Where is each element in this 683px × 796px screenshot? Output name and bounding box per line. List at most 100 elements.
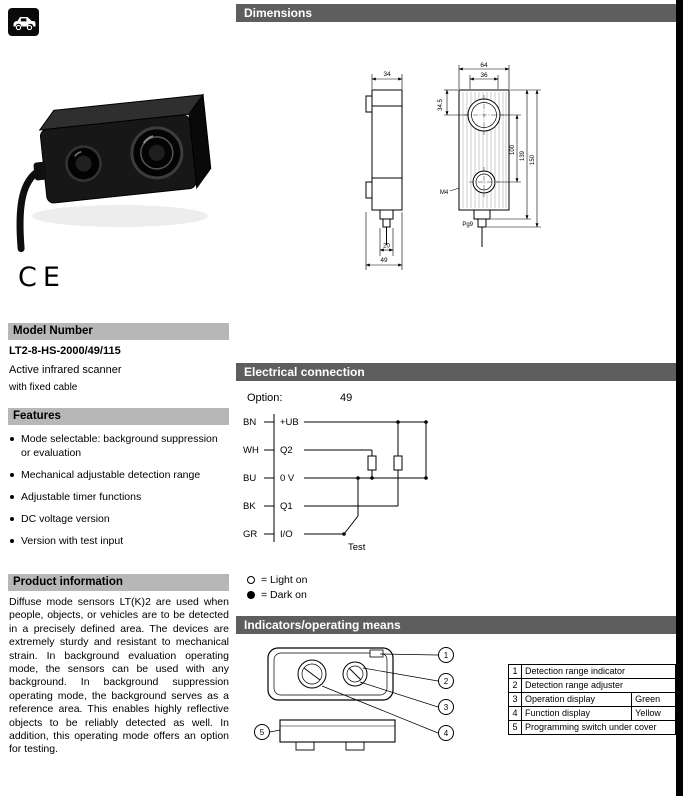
dim-depth: 49 — [380, 257, 388, 264]
section-header-model-number: Model Number — [8, 323, 229, 340]
table-row: 1 Detection range indicator — [508, 664, 677, 679]
section-header-dimensions: Dimensions — [236, 4, 676, 22]
model-number: LT2-8-HS-2000/49/115 — [9, 345, 121, 357]
wire-code: BK — [243, 501, 256, 512]
callout-5: 5 — [260, 728, 265, 737]
dark-on-icon — [247, 590, 255, 599]
table-row: 2 Detection range adjuster — [508, 678, 677, 693]
model-description: Active infrared scanner — [9, 364, 122, 376]
table-row: 4 Function display Yellow — [508, 706, 676, 721]
indicator-desc: Detection range indicator — [520, 664, 677, 679]
feature-text: DC voltage version — [21, 513, 110, 525]
indicator-num: 5 — [508, 720, 522, 735]
wire-labels: BN WH BU BK GR +UB Q2 0 V Q1 I/O Test — [243, 417, 366, 553]
wire-code: BU — [243, 473, 256, 484]
indicator-desc: Programming switch under cover — [520, 720, 677, 735]
wiring-diagram: BN WH BU BK GR +UB Q2 0 V Q1 I/O Test — [243, 414, 428, 553]
indicators-drawing: 1 2 3 4 5 — [254, 647, 454, 751]
sensor-device — [16, 93, 212, 253]
feature-text: Mechanical adjustable detection range — [21, 469, 201, 481]
wire-signal: Q1 — [280, 501, 293, 512]
wire-signal: 0 V — [280, 473, 295, 484]
light-on-icon — [247, 575, 255, 584]
indicator-num: 2 — [508, 678, 522, 693]
car-glyph — [12, 16, 35, 30]
wire-signal: I/O — [280, 529, 293, 540]
features-list: Mode selectable: background suppression … — [10, 432, 229, 556]
dim-gland: Pg9 — [462, 222, 473, 228]
list-item: Adjustable timer functions — [10, 490, 229, 504]
callout-2: 2 — [444, 677, 449, 686]
indicator-desc: Function display — [520, 706, 633, 721]
dimension-labels: 34 20 49 64 36 34.5 100 139 150 M4 Pg9 — [380, 62, 536, 264]
wire-code: GR — [243, 529, 257, 540]
junction-dots — [342, 420, 428, 536]
table-row: 5 Programming switch under cover — [508, 720, 677, 735]
dim-front-inner: 36 — [480, 72, 488, 79]
indicator-num: 3 — [508, 692, 522, 707]
feature-text: Version with test input — [21, 535, 124, 547]
legend-dark-on: = Dark on — [247, 587, 307, 602]
section-header-electrical-connection: Electrical connection — [236, 363, 676, 381]
section-header-features: Features — [8, 408, 229, 425]
section-header-product-information: Product information — [8, 574, 229, 591]
front-view — [458, 89, 510, 247]
list-item: DC voltage version — [10, 512, 229, 526]
section-header-indicators: Indicators/operating means — [236, 616, 676, 634]
bullet-icon — [10, 495, 14, 499]
bullet-icon — [10, 539, 14, 543]
indicators-table: 1 Detection range indicator 2 Detection … — [508, 664, 677, 735]
legend-text: = Dark on — [261, 588, 307, 601]
indicator-desc: Operation display — [520, 692, 633, 707]
dim-h-mid: 139 — [520, 150, 526, 161]
legend-light-on: = Light on — [247, 572, 307, 587]
indicator-num: 4 — [508, 706, 522, 721]
wire-signal: Q2 — [280, 445, 293, 456]
switching-legend: = Light on = Dark on — [247, 572, 307, 602]
indicator-color: Yellow — [631, 706, 676, 721]
wire-code: WH — [243, 445, 259, 456]
dim-lens-offset: 34.5 — [438, 99, 444, 111]
dim-thread: M4 — [440, 190, 449, 196]
ce-mark: CE — [18, 262, 66, 293]
vehicle-icon — [8, 8, 39, 36]
legend-text: = Light on — [261, 573, 308, 586]
dim-h-outer: 150 — [530, 154, 536, 165]
bullet-icon — [10, 437, 14, 441]
callout-4: 4 — [444, 729, 449, 738]
model-subdescription: with fixed cable — [9, 382, 78, 393]
wire-code: BN — [243, 417, 256, 428]
sensor-top-view — [267, 647, 394, 701]
dimension-drawing: 34 20 49 64 36 34.5 100 139 150 M4 Pg9 — [365, 62, 541, 270]
option-label: Option: — [247, 392, 283, 404]
test-label: Test — [348, 542, 366, 553]
feature-text: Mode selectable: background suppression … — [21, 433, 218, 459]
page-edge-bar — [676, 0, 683, 796]
dim-h-inner: 100 — [510, 144, 516, 155]
side-view — [365, 89, 403, 245]
bullet-icon — [10, 517, 14, 521]
product-information-text: Diffuse mode sensors LT(K)2 are used whe… — [9, 596, 229, 756]
wiring-lines — [264, 414, 427, 542]
dim-side-width: 34 — [383, 71, 391, 78]
option-value: 49 — [340, 392, 353, 404]
list-item: Mechanical adjustable detection range — [10, 468, 229, 482]
list-item: Mode selectable: background suppression … — [10, 432, 229, 460]
callout-1: 1 — [444, 651, 449, 660]
list-item: Version with test input — [10, 534, 229, 548]
callout-3: 3 — [444, 703, 449, 712]
dim-front-outer: 64 — [480, 62, 488, 69]
indicator-color: Green — [631, 692, 676, 707]
right-column: Dimensions — [236, 0, 677, 796]
dim-stub-width: 20 — [383, 244, 390, 250]
indicator-num: 1 — [508, 664, 522, 679]
sensor-bottom-view — [279, 719, 396, 751]
callout-numbers: 1 2 3 4 5 — [254, 647, 454, 741]
callout-leaders — [269, 653, 439, 734]
bullet-icon — [10, 473, 14, 477]
dimension-lines — [365, 65, 541, 270]
indicator-desc: Detection range adjuster — [520, 678, 677, 693]
feature-text: Adjustable timer functions — [21, 491, 142, 503]
wire-signal: +UB — [280, 417, 299, 428]
